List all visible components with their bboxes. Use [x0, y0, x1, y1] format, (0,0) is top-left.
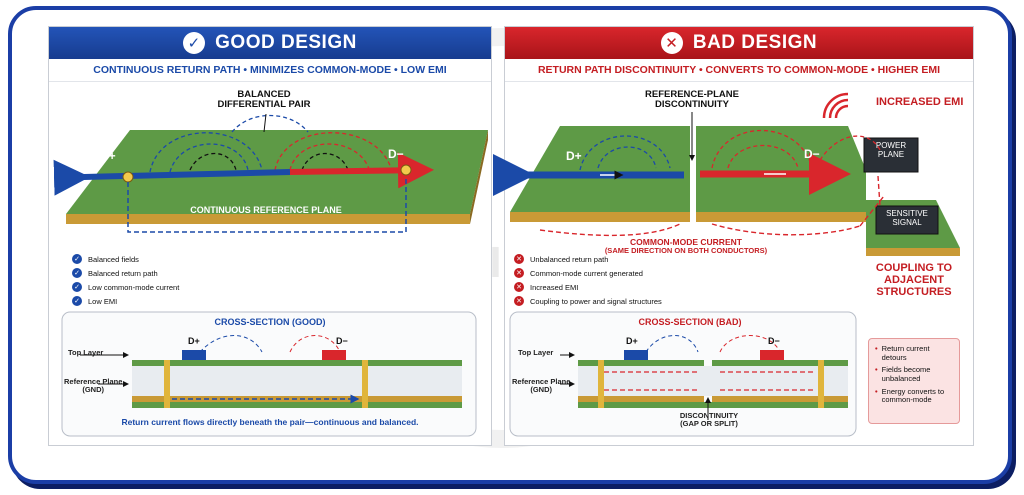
- bad-top-layer-label: Top Layer: [518, 348, 554, 357]
- good-title: GOOD DESIGN: [215, 32, 357, 53]
- good-d-minus-label: D−: [388, 147, 404, 161]
- check-icon: ✓: [183, 32, 206, 54]
- good-bullet-item: ✓Balanced fields: [72, 254, 179, 264]
- bad-subtitle: RETURN PATH DISCONTINUITY • CONVERTS TO …: [505, 59, 973, 82]
- note-item: •Return current detours: [875, 344, 930, 362]
- good-bullets: ✓Balanced fields ✓Balanced return path ✓…: [72, 254, 179, 310]
- good-field-lines: [149, 114, 393, 173]
- check-icon: ✓: [72, 268, 82, 278]
- good-pair-label: BALANCED DIFFERENTIAL PAIR: [217, 89, 311, 111]
- good-bullet-item: ✓Low EMI: [72, 296, 179, 306]
- good-pair-pointer: [263, 113, 267, 133]
- sensitive-signal-label: SENSITIVE SIGNAL: [886, 209, 928, 227]
- x-icon: ✕: [514, 296, 524, 306]
- good-xs-d-minus: D−: [336, 336, 348, 346]
- good-cross-section: [61, 311, 477, 437]
- bad-cross-title: CROSS-SECTION (BAD): [638, 317, 742, 327]
- note-item: •Fields become unbalanced: [875, 365, 931, 383]
- x-icon: ✕: [660, 32, 683, 54]
- power-plane-label: POWER PLANE: [875, 141, 907, 159]
- good-top-layer-label: Top Layer: [68, 348, 104, 357]
- good-cross-title: CROSS-SECTION (GOOD): [214, 317, 326, 327]
- bad-diff-pair: [493, 153, 851, 196]
- bad-notes-box: •Return current detours •Fields become u…: [868, 338, 960, 424]
- good-ref-plane-label: Reference Plane (GND): [64, 377, 123, 395]
- increased-emi-label: INCREASED EMI: [876, 96, 964, 108]
- note-item: •Energy converts to common-mode: [875, 386, 945, 405]
- bad-xs-d-plus: D+: [626, 336, 638, 346]
- good-return-path: [127, 176, 407, 233]
- bad-return-path: [539, 175, 885, 237]
- cm-current-label: COMMON-MODE CURRENT (SAME DIRECTION ON B…: [604, 237, 768, 256]
- bad-bullet-item: ✕Coupling to power and signal structures: [514, 296, 662, 306]
- bad-cross-section: [509, 311, 857, 437]
- bad-d-plus-label: D+: [566, 149, 582, 163]
- check-icon: ✓: [72, 282, 82, 292]
- good-d-plus-label: D+: [100, 149, 116, 163]
- ref-disc-label: REFERENCE-PLANE DISCONTINUITY: [645, 89, 739, 111]
- x-icon: ✕: [514, 282, 524, 292]
- x-icon: ✕: [514, 254, 524, 264]
- coupling-label: COUPLING TO ADJACENT STRUCTURES: [875, 262, 953, 299]
- good-plane-label: CONTINUOUS REFERENCE PLANE: [190, 205, 342, 215]
- check-icon: ✓: [72, 296, 82, 306]
- good-diff-pair: [53, 152, 434, 196]
- power-plane-block: [863, 137, 919, 173]
- bad-title: BAD DESIGN: [692, 32, 818, 53]
- good-bullet-item: ✓Balanced return path: [72, 268, 179, 278]
- bad-banner: ✕ BAD DESIGN: [505, 27, 973, 59]
- gap-label: DISCONTINUITY (GAP OR SPLIT): [679, 411, 739, 429]
- good-bullet-item: ✓Low common-mode current: [72, 282, 179, 292]
- bad-bullet-item: ✕Increased EMI: [514, 282, 662, 292]
- bad-ref-plane-label: Reference Plane (GND): [512, 377, 571, 395]
- check-icon: ✓: [72, 254, 82, 264]
- bad-d-minus-label: D−: [804, 147, 820, 161]
- good-xs-d-plus: D+: [188, 336, 200, 346]
- sensitive-signal-block: [875, 205, 939, 235]
- good-banner: ✓ GOOD DESIGN: [49, 27, 491, 59]
- good-caption: Return current flows directly beneath th…: [121, 417, 419, 427]
- bad-bullet-item: ✕Common-mode current generated: [514, 268, 662, 278]
- bad-bullets: ✕Unbalanced return path ✕Common-mode cur…: [514, 254, 662, 310]
- x-icon: ✕: [514, 268, 524, 278]
- emi-waves-icon: [822, 92, 849, 119]
- bad-bullet-item: ✕Unbalanced return path: [514, 254, 662, 264]
- bad-field-lines: [579, 129, 881, 171]
- good-subtitle: CONTINUOUS RETURN PATH • MINIMIZES COMMO…: [49, 59, 491, 82]
- bad-xs-d-minus: D−: [768, 336, 780, 346]
